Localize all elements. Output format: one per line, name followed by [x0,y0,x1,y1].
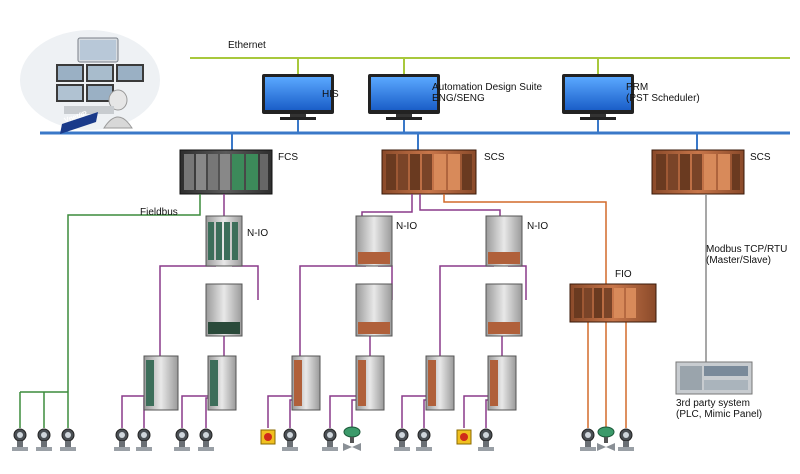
nio-label-2: N-IO [396,221,418,232]
transmitter-icon-g [394,428,410,451]
fieldbus-network [19,194,201,428]
transmitter-icon-fb-1 [12,428,28,451]
transmitter-icon-j [580,428,596,451]
third-party-label-line1: 3rd party system [676,398,750,409]
nio-module-icon-4 [355,283,393,337]
ads-label-line2: ENG/SENG [432,93,485,104]
his-label: HIS [322,89,339,100]
transmitter-icon-c [174,428,190,451]
ethernet-label: Ethernet [228,40,266,51]
modbus-label-line1: Modbus TCP/RTU [706,244,788,255]
transmitter-icon-a [114,428,130,451]
valve-icon-1 [343,426,361,451]
io-links [121,194,527,428]
scs-cabinet-icon-1 [381,149,477,195]
nio-label-3: N-IO [527,221,549,232]
modbus-label-line2: (Master/Slave) [706,255,772,266]
vnet-ip-logo [60,112,98,134]
scs-label-2: SCS [750,152,771,163]
fio-label: FIO [615,269,632,280]
his-monitor-icon [262,74,334,120]
transmitter-icon-fb-3 [60,428,76,451]
transmitter-icon-i [478,428,494,451]
third-party-label-line2: (PLC, Mimic Panel) [676,409,763,420]
fcs-cabinet-icon [179,149,273,195]
emergency-switch-icon-1 [260,429,276,445]
transmitter-icon-b [136,428,152,451]
nio-module-icon-3 [355,215,393,267]
nio-module-icon-1 [205,215,243,267]
fio-links [443,194,627,428]
io-unit-icon-1 [143,355,179,411]
fieldbus-label: Fieldbus [140,207,178,218]
emergency-switch-icon-2 [456,429,472,445]
plc-panel-icon [675,361,753,395]
prm-monitor-icon [562,74,634,120]
transmitter-icon-fb-2 [36,428,52,451]
prm-label-line2: (PST Scheduler) [626,93,700,104]
io-unit-icon-2 [207,355,237,411]
transmitter-icon-h [416,428,432,451]
prm-label-line1: PRM [626,82,649,93]
field-devices [12,426,634,451]
io-unit-icon-3 [291,355,321,411]
ads-label-line1: Automation Design Suite [432,82,543,93]
transmitter-icon-k [618,428,634,451]
vnet-ip-bus [40,118,790,150]
scs-label-1: SCS [484,152,505,163]
ads-monitor-icon [368,74,440,120]
io-unit-icon-4 [355,355,385,411]
io-unit-icon-5 [425,355,455,411]
nio-module-icon-6 [485,283,523,337]
transmitter-icon-e [282,428,298,451]
nio-module-icon-2 [205,283,243,337]
transmitter-icon-f [322,428,338,451]
scs-cabinet-icon-2 [651,149,745,195]
nio-module-icon-5 [485,215,523,267]
valve-icon-2 [597,426,615,451]
fcs-label: FCS [278,152,298,163]
transmitter-icon-d [198,428,214,451]
nio-label-1: N-IO [247,228,269,239]
ethernet-network [190,57,790,74]
operator-console-icon [20,30,160,130]
fio-unit-icon [569,283,657,323]
io-unit-icon-6 [487,355,517,411]
